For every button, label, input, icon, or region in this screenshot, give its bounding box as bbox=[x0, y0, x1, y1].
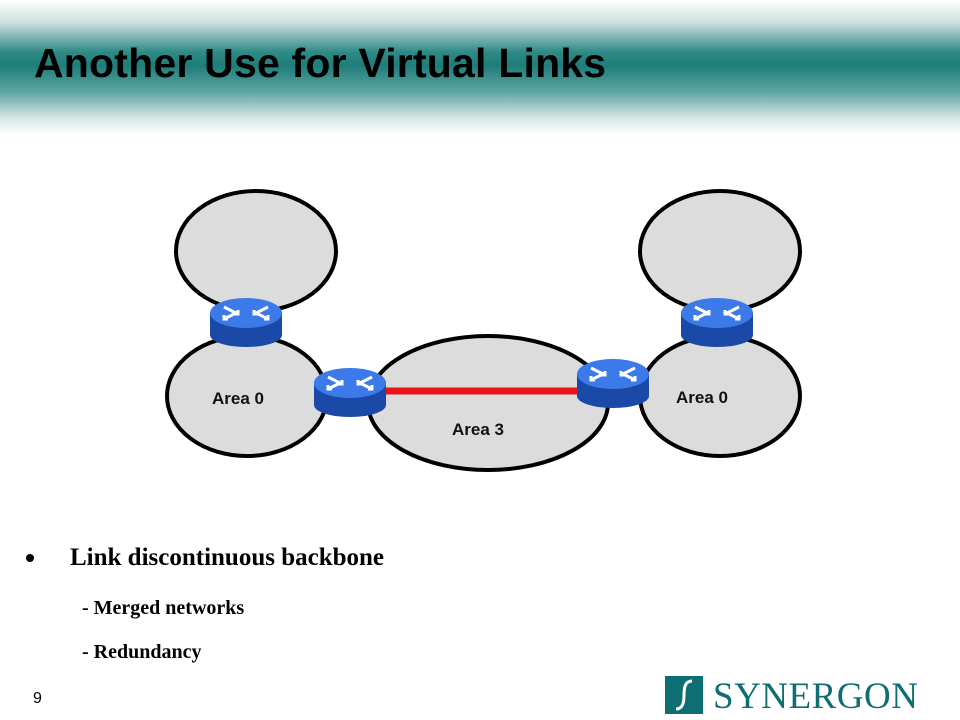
slide-title: Another Use for Virtual Links bbox=[34, 40, 607, 86]
logo-text: SYNERGON bbox=[713, 676, 919, 717]
area-3 bbox=[366, 334, 610, 472]
area-top-left bbox=[174, 189, 338, 313]
logo-mark-icon bbox=[665, 676, 703, 714]
synergon-logo: SYNERGON bbox=[665, 675, 947, 717]
router-icon bbox=[208, 296, 284, 349]
area-label: Area 0 bbox=[212, 389, 264, 408]
sub-bullet: - Merged networks bbox=[82, 597, 245, 619]
router-icon bbox=[575, 357, 651, 410]
area-top-right bbox=[638, 189, 802, 313]
bullet-dot-icon bbox=[26, 554, 34, 562]
router-icon bbox=[312, 366, 388, 419]
bullet-text: Link discontinuous backbone bbox=[70, 544, 385, 571]
area-label: Area 0 bbox=[676, 388, 728, 407]
page-number: 9 bbox=[33, 690, 42, 707]
area-label: Area 3 bbox=[452, 420, 504, 439]
router-icon bbox=[679, 296, 755, 349]
sub-bullet: - Redundancy bbox=[82, 641, 202, 663]
title-band bbox=[0, 0, 960, 135]
